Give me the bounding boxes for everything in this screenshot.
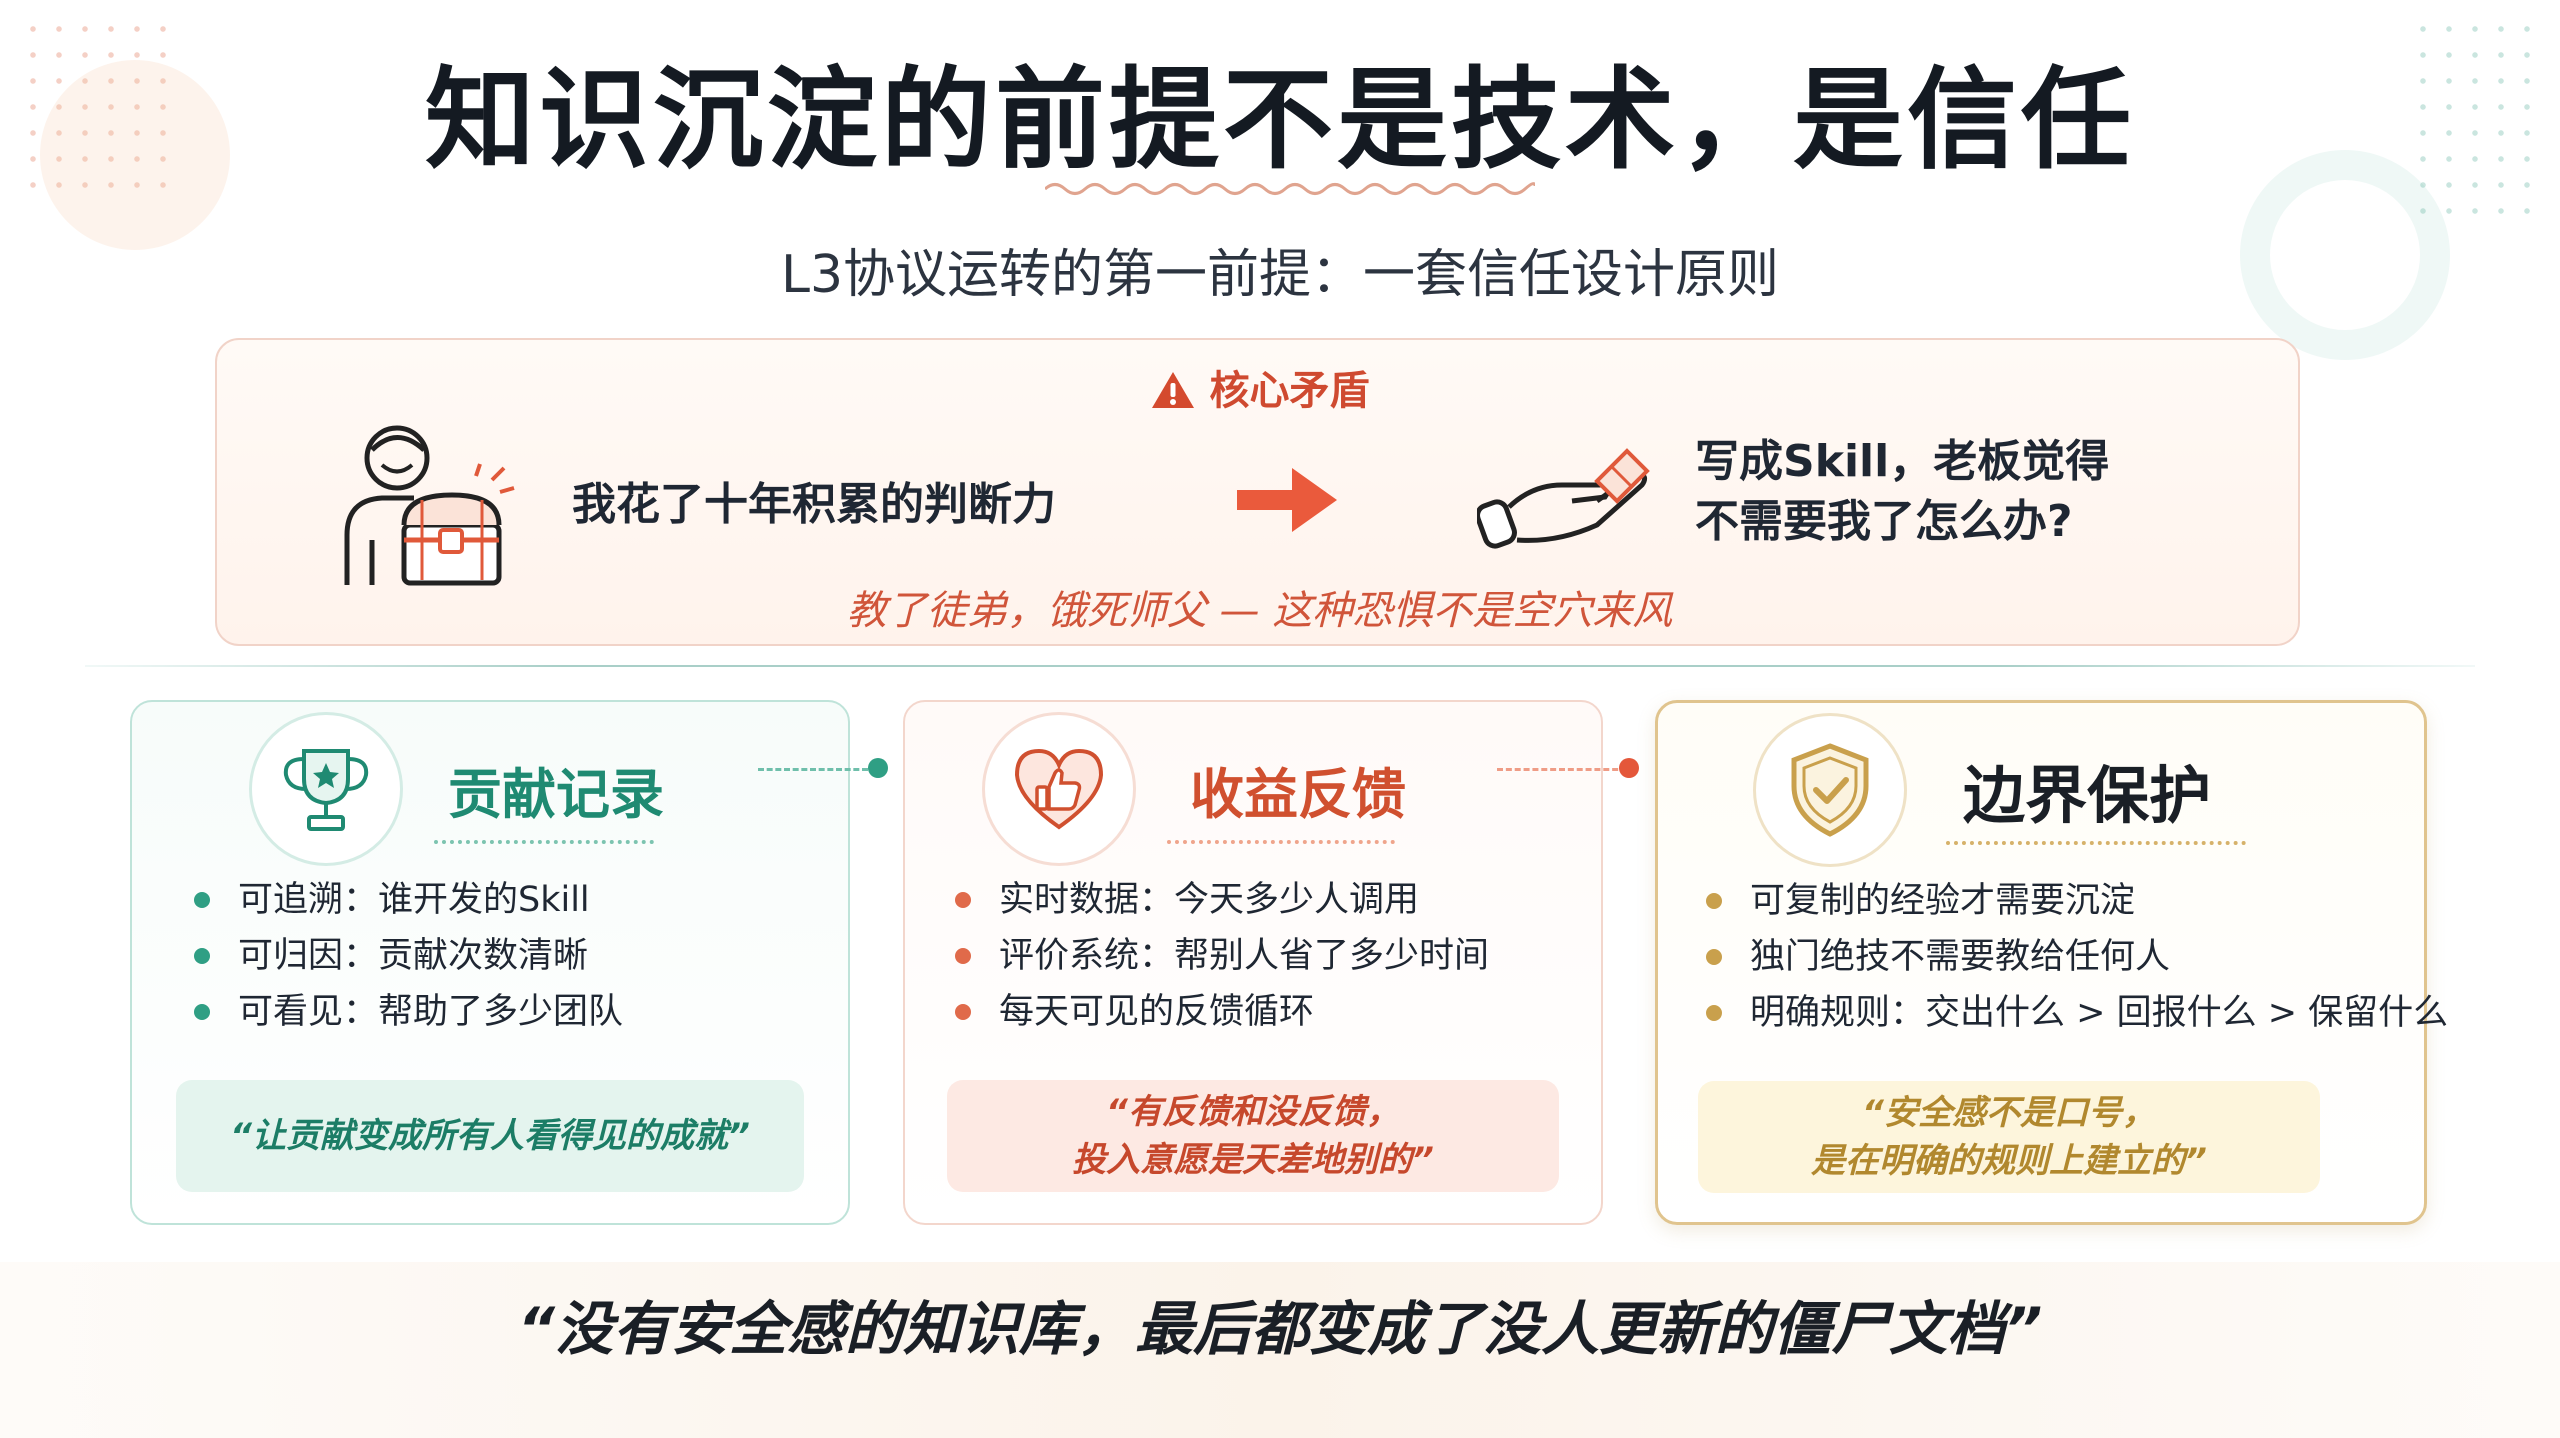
bullet-dot	[194, 948, 210, 964]
list-item-text: 可复制的经验才需要沉淀	[1750, 881, 2136, 921]
person-with-treasure-chest-icon	[344, 425, 515, 586]
list-item-text: 可追溯：谁开发的Skill	[238, 880, 590, 920]
title-wave-underline	[1045, 182, 1535, 195]
title-dotted-underline	[1167, 840, 1395, 844]
list-item: 每天可见的反馈循环	[955, 984, 1489, 1040]
quote-line2: 投入意愿是天差地别的”	[1072, 1140, 1434, 1180]
list-item-text: 每天可见的反馈循环	[999, 992, 1315, 1032]
card-icon-circle	[249, 712, 403, 866]
list-item: 实时数据：今天多少人调用	[955, 872, 1489, 928]
quote-line1: “安全感不是口号，	[1862, 1093, 2156, 1133]
shield-check-icon	[1791, 743, 1869, 837]
section-divider	[85, 665, 2475, 667]
conflict-right-line2: 不需要我了怎么办?	[1695, 496, 2073, 547]
decor-dots-left	[20, 16, 170, 196]
bullet-dot	[194, 892, 210, 908]
bottom-band	[0, 1262, 2560, 1438]
card-quote: “有反馈和没反馈， 投入意愿是天差地别的”	[947, 1080, 1559, 1192]
card-quote: “安全感不是口号， 是在明确的规则上建立的”	[1698, 1081, 2320, 1193]
quote-line1: “有反馈和没反馈，	[1106, 1092, 1400, 1132]
list-item: 明确规则：交出什么 > 回报什么 > 保留什么	[1706, 985, 2448, 1041]
decor-blob-left	[40, 60, 230, 250]
card-contribution-record: 贡献记录 可追溯：谁开发的Skill 可归因：贡献次数清晰 可看见：帮助了多少团…	[130, 700, 850, 1225]
bullet-dot	[955, 948, 971, 964]
conflict-right-line1: 写成Skill，老板觉得	[1695, 436, 2110, 487]
core-conflict-box: 核心矛盾 我花了十年积累的判断力 写成Skill，老板觉得 不需要我了怎么办? …	[215, 338, 2300, 646]
handing-over-hand-icon	[1477, 448, 1650, 549]
bullet-dot	[955, 1004, 971, 1020]
title-dotted-underline	[1946, 841, 2246, 845]
bottom-quote: “没有安全感的知识库，最后都变成了没人更新的僵尸文档”	[517, 1295, 2043, 1363]
page-title: 知识沉淀的前提不是技术，是信任	[425, 56, 2135, 184]
title-dotted-underline	[434, 840, 654, 844]
card-quote: “让贡献变成所有人看得见的成就”	[176, 1080, 804, 1192]
arrow-right-icon	[1237, 468, 1337, 532]
quote-line2: 是在明确的规则上建立的”	[1811, 1141, 2207, 1181]
decor-dots-right	[2410, 16, 2540, 216]
trophy-icon	[283, 749, 369, 831]
list-item-text: 明确规则：交出什么 > 回报什么 > 保留什么	[1750, 993, 2449, 1033]
conflict-heading: 核心矛盾	[217, 358, 2302, 416]
conflict-footer: 教了徒弟，饿死师父 — 这种恐惧不是空穴来风	[846, 588, 1673, 634]
connector-line	[1497, 768, 1627, 771]
conflict-right-text: 写成Skill，老板觉得 不需要我了怎么办?	[1695, 432, 2109, 552]
card-boundary-protection: 边界保护 可复制的经验才需要沉淀 独门绝技不需要教给任何人 明确规则：交出什么 …	[1655, 700, 2448, 1225]
list-item-text: 评价系统：帮别人省了多少时间	[999, 936, 1490, 976]
card-title: 收益反馈	[1190, 763, 1406, 826]
card-icon-circle	[982, 712, 1136, 866]
bullet-list: 可追溯：谁开发的Skill 可归因：贡献次数清晰 可看见：帮助了多少团队	[194, 872, 623, 1040]
list-item: 可复制的经验才需要沉淀	[1706, 873, 2448, 929]
list-item-text: 独门绝技不需要教给任何人	[1750, 937, 2171, 977]
bullet-dot	[1706, 893, 1722, 909]
bullet-dot	[194, 1004, 210, 1020]
card-benefit-feedback: 收益反馈 实时数据：今天多少人调用 评价系统：帮别人省了多少时间 每天可见的反馈…	[903, 700, 1603, 1225]
bullet-list: 可复制的经验才需要沉淀 独门绝技不需要教给任何人 明确规则：交出什么 > 回报什…	[1706, 873, 2448, 1041]
list-item: 可看见：帮助了多少团队	[194, 984, 623, 1040]
list-item: 可追溯：谁开发的Skill	[194, 872, 623, 928]
bullet-dot	[955, 892, 971, 908]
page-subtitle: L3协议运转的第一前提：一套信任设计原则	[780, 245, 1780, 305]
connector-dot	[1619, 758, 1639, 778]
bullet-list: 实时数据：今天多少人调用 评价系统：帮别人省了多少时间 每天可见的反馈循环	[955, 872, 1489, 1040]
list-item-text: 可归因：贡献次数清晰	[238, 936, 589, 976]
bullet-dot	[1706, 949, 1722, 965]
list-item-text: 可看见：帮助了多少团队	[238, 992, 624, 1032]
conflict-heading-text: 核心矛盾	[1209, 368, 1370, 414]
card-title: 边界保护	[1963, 759, 2212, 832]
warning-triangle-icon	[1151, 372, 1194, 408]
conflict-left-text: 我花了十年积累的判断力	[572, 479, 1056, 530]
card-title: 贡献记录	[448, 763, 664, 826]
bullet-dot	[1706, 1005, 1722, 1021]
card-icon-circle	[1753, 713, 1907, 867]
connector-line	[758, 768, 868, 771]
connector-dot	[868, 758, 888, 778]
list-item: 独门绝技不需要教给任何人	[1706, 929, 2448, 985]
list-item: 评价系统：帮别人省了多少时间	[955, 928, 1489, 984]
list-item-text: 实时数据：今天多少人调用	[999, 880, 1420, 920]
heart-thumbs-up-icon	[1014, 748, 1104, 830]
list-item: 可归因：贡献次数清晰	[194, 928, 623, 984]
